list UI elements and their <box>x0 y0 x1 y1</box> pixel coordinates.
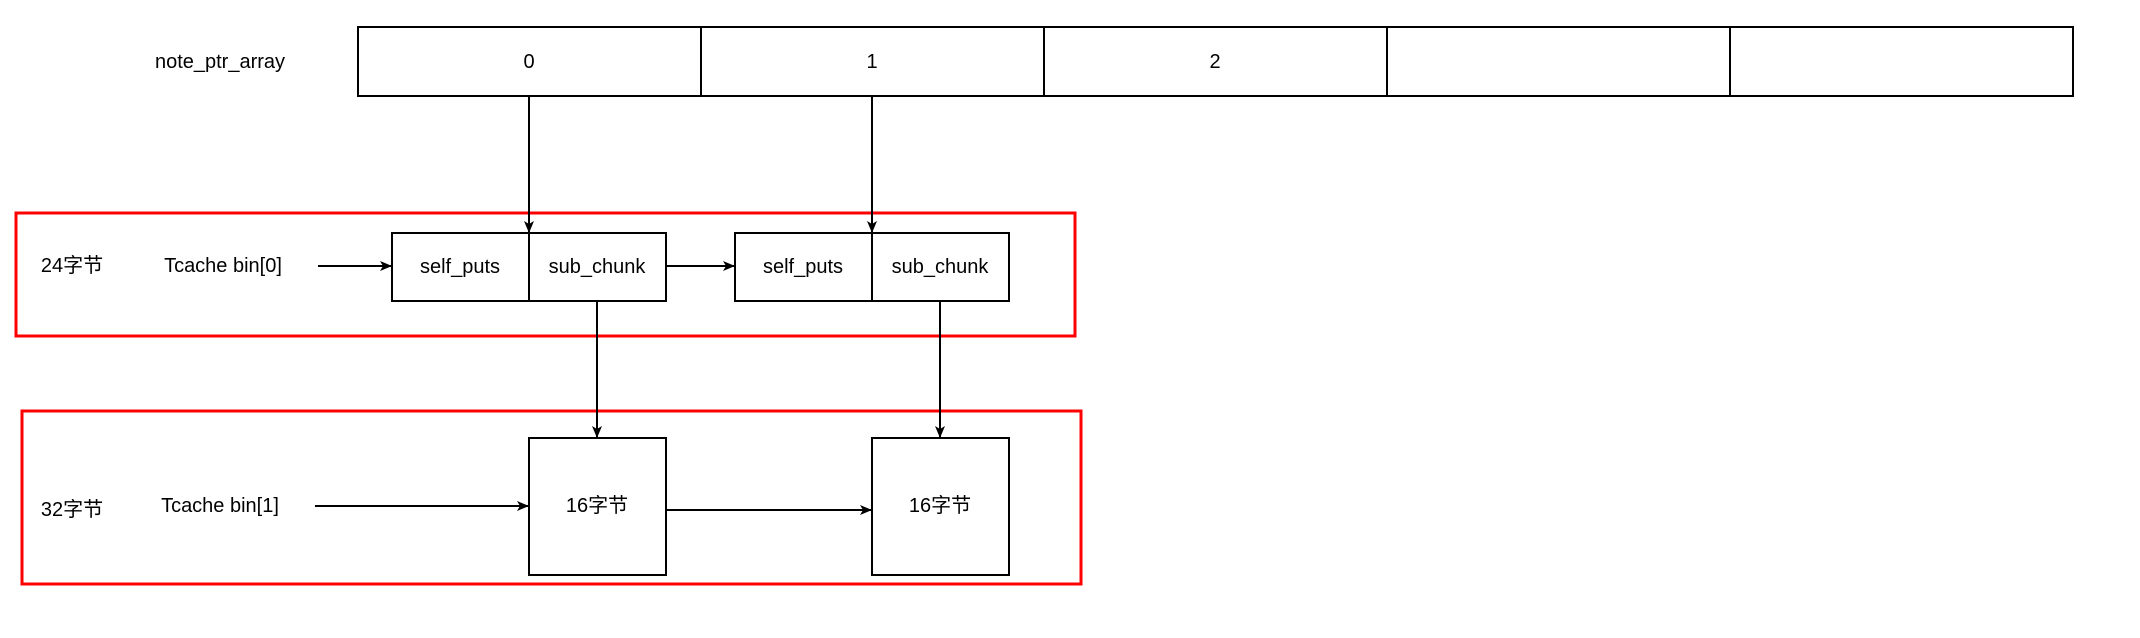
bin0-chunk1-self-puts <box>391 232 530 302</box>
bin1-chunk2-label: 16字节 <box>909 494 971 517</box>
array-cell-1 <box>700 26 1045 97</box>
array-cell-3 <box>1386 26 1731 97</box>
array-cell-2 <box>1043 26 1388 97</box>
array-label: note_ptr_array <box>155 51 285 73</box>
bin1-chunk1-label: 16字节 <box>566 494 628 517</box>
bin0-size-label: 24字节 <box>41 254 103 277</box>
bin1-size-label: 32字节 <box>41 498 103 521</box>
bin0-chunk2-sub-chunk <box>871 232 1010 302</box>
array-cell-2-label: 2 <box>1209 51 1220 73</box>
array-cell-4 <box>1729 26 2074 97</box>
bin1-chunk2 <box>871 437 1010 576</box>
bin1-title: Tcache bin[1] <box>161 495 279 517</box>
note-ptr-array: 0 1 2 <box>357 26 2074 97</box>
array-cell-0-label: 0 <box>523 51 534 73</box>
bin0-chunk1-self-puts-label: self_puts <box>420 256 500 278</box>
bin0-chunk2-self-puts <box>734 232 873 302</box>
bin0-chunk2-self-puts-label: self_puts <box>763 256 843 278</box>
bin0-chunk2-sub-chunk-label: sub_chunk <box>892 256 990 278</box>
array-cell-0 <box>357 26 702 97</box>
bin0-group <box>14 211 1077 338</box>
bin1-group <box>20 409 1083 586</box>
array-cell-1-label: 1 <box>866 51 877 73</box>
bin0-title: Tcache bin[0] <box>164 255 282 277</box>
bin0-chunk1-sub-chunk-label: sub_chunk <box>549 256 647 278</box>
bin1-chunk1 <box>528 437 667 576</box>
